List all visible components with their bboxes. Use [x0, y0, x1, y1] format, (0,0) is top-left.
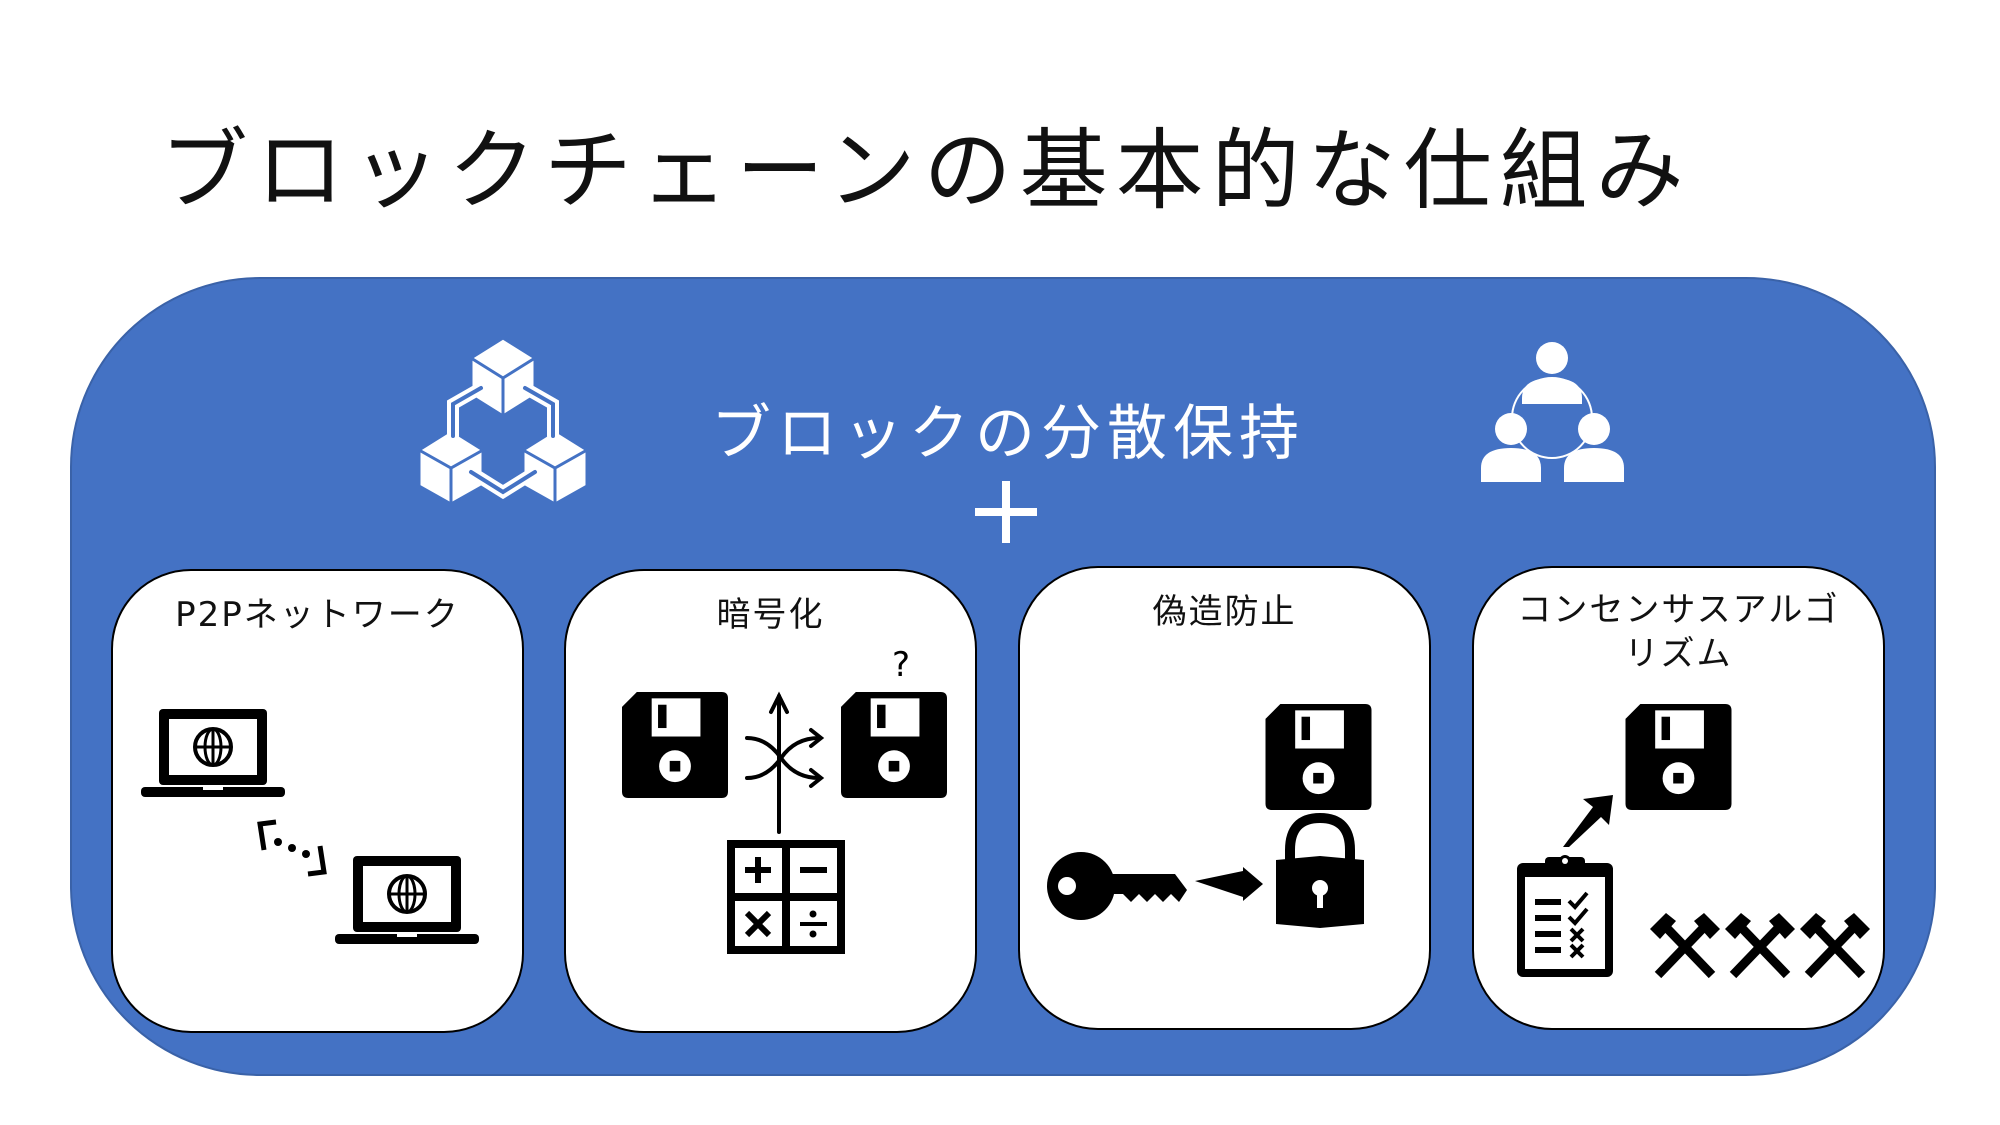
padlock-icon — [1276, 812, 1364, 928]
card-title: P2Pネットワーク — [175, 595, 460, 635]
calculator-icon — [727, 840, 845, 954]
plus-icon — [975, 481, 1037, 543]
page-title: ブロックチェーンの基本的な仕組み — [160, 119, 1692, 222]
arrow-icon — [1563, 795, 1613, 847]
hammer-icon — [1650, 913, 1720, 979]
panel-subtitle: ブロックの分散保持 — [711, 399, 1305, 469]
card-p2p-network: P2Pネットワーク — [111, 569, 524, 1033]
hammer-icon — [1725, 913, 1795, 979]
arrow-icon — [1195, 867, 1263, 901]
blocks-network-icon — [417, 336, 589, 506]
connection-icon — [257, 819, 327, 877]
checklist-icon — [1517, 855, 1613, 977]
floppy-disk-icon — [622, 692, 728, 798]
card-title-line1: コンセンサスアルゴ — [1517, 590, 1840, 630]
laptop-globe-icon — [335, 856, 479, 944]
hammer-icon — [1800, 913, 1870, 979]
question-mark: ? — [892, 645, 911, 685]
card-title: 暗号化 — [716, 595, 825, 635]
card-title: 偽造防止 — [1152, 592, 1297, 632]
floppy-disk-icon — [1625, 704, 1732, 810]
key-icon — [1047, 852, 1187, 920]
floppy-disk-icon — [840, 692, 948, 798]
card-encryption: 暗号化 ? — [564, 569, 977, 1033]
shuffle-icon — [745, 691, 825, 834]
hammer-group — [1650, 913, 1870, 979]
people-network-icon — [1481, 342, 1624, 482]
floppy-disk-icon — [1265, 704, 1372, 810]
card-title-line2: リズム — [1624, 634, 1733, 674]
laptop-globe-icon — [141, 709, 285, 797]
